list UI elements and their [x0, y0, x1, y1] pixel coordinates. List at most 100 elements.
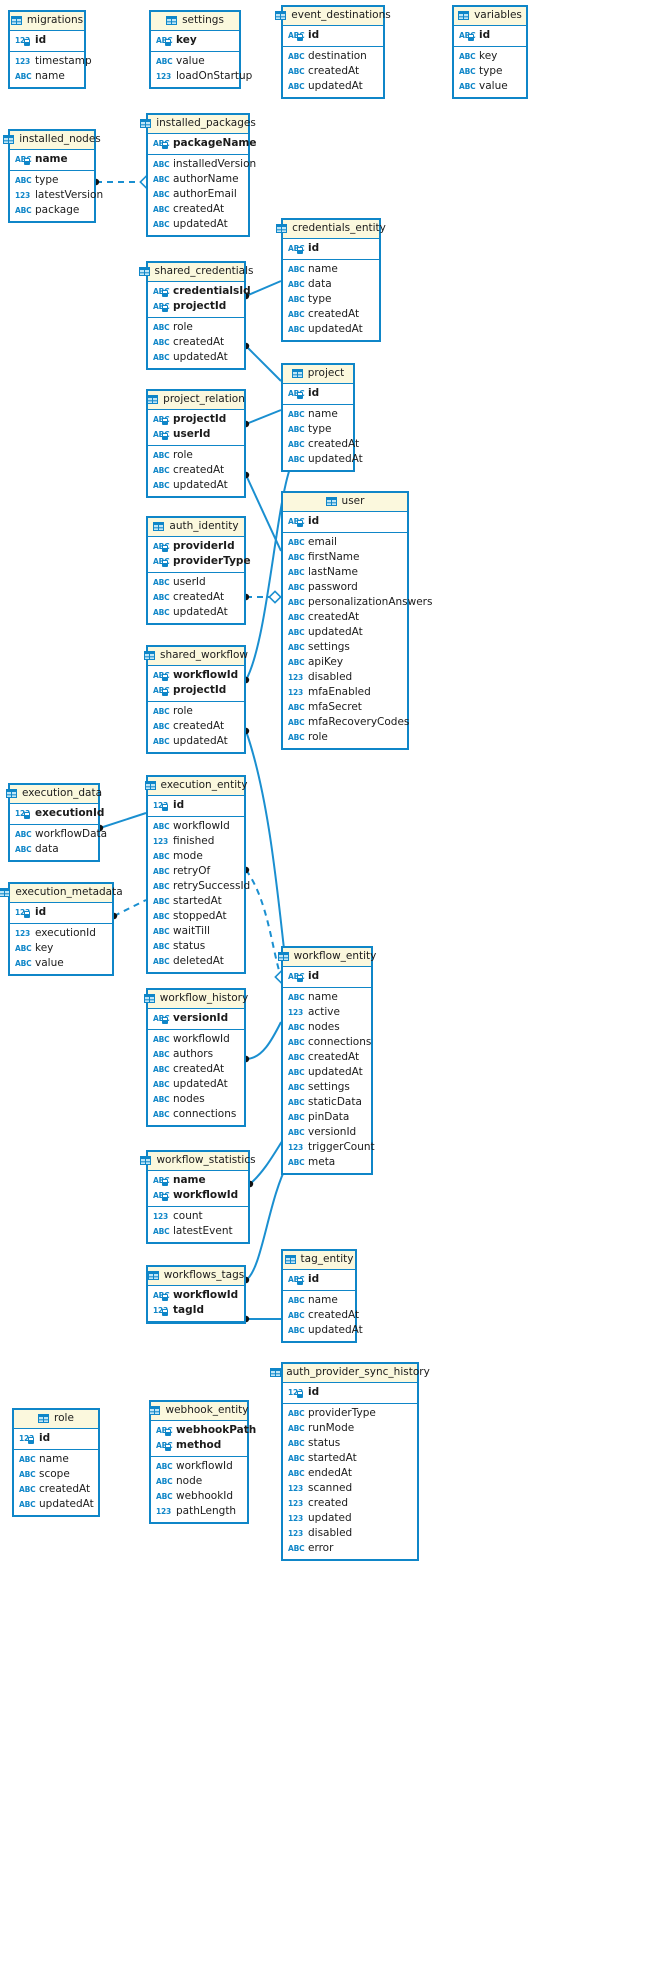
entity-name-label: auth_identity [169, 520, 239, 532]
string-type-icon: ABC [288, 1098, 305, 1107]
string-type-icon: ABC [288, 410, 305, 419]
column-name: key [176, 34, 197, 46]
entity-table-user[interactable]: userABCidABCemailABCfirstNameABClastName… [281, 491, 432, 750]
key-icon [297, 520, 303, 527]
table-icon [140, 119, 152, 128]
key-icon [468, 34, 474, 41]
entity-table-credentials_entity[interactable]: credentials_entityABCidABCnameABCdataABC… [276, 218, 386, 342]
string-type-icon: ABC [288, 1274, 305, 1285]
key-icon [297, 392, 303, 399]
string-type-icon: ABC [288, 643, 305, 652]
string-type-icon: ABC [19, 1455, 36, 1464]
string-type-icon: ABC [156, 35, 173, 46]
entity-table-webhook_entity[interactable]: webhook_entityABCwebhookPathABCmethodABC… [149, 1400, 256, 1524]
entity-name-label: workflow_statistics [156, 1154, 256, 1166]
string-type-icon: ABC [288, 30, 305, 41]
entity-table-shared_credentials[interactable]: shared_credentialsABCcredentialsIdABCpro… [138, 261, 254, 370]
entity-table-installed_nodes[interactable]: installed_nodesABCnameABCtype123latestVe… [3, 129, 103, 223]
primary-key-column: ABCprojectId [148, 683, 244, 698]
primary-key-column: ABCproviderId [148, 539, 244, 554]
key-icon [162, 545, 168, 552]
number-type-icon: 123 [153, 1212, 169, 1221]
string-type-icon: ABC [153, 541, 170, 552]
string-type-icon: ABC [153, 1290, 170, 1301]
string-type-icon: ABC [153, 205, 170, 214]
entity-table-installed_packages[interactable]: installed_packagesABCpackageNameABCinsta… [140, 113, 256, 237]
entity-table-settings[interactable]: settingsABCkeyABCvalue123loadOnStartup [149, 10, 252, 89]
entity-table-workflow_statistics[interactable]: workflow_statisticsABCnameABCworkflowId1… [140, 1150, 256, 1244]
string-type-icon: ABC [153, 556, 170, 567]
string-type-icon: ABC [288, 598, 305, 607]
entity-title: migrations [10, 12, 84, 31]
table-icon [153, 522, 165, 531]
string-type-icon: ABC [288, 1544, 305, 1553]
column-name: updatedAt [173, 1078, 228, 1090]
entity-table-auth_identity[interactable]: auth_identityABCproviderIdABCproviderTyp… [146, 516, 251, 625]
string-type-icon: ABC [153, 1190, 170, 1201]
column-name: providerId [173, 540, 235, 552]
string-type-icon: ABC [288, 583, 305, 592]
entity-table-shared_workflow[interactable]: shared_workflowABCworkflowIdABCprojectId… [143, 645, 248, 754]
key-icon [162, 1294, 168, 1301]
column-name: connections [173, 1108, 237, 1120]
column-name: updatedAt [173, 735, 228, 747]
key-icon [162, 418, 168, 425]
column-name: email [308, 536, 337, 548]
string-type-icon: ABC [15, 72, 32, 81]
number-type-icon: 123 [288, 1143, 304, 1152]
column-name: value [176, 55, 205, 67]
string-type-icon: ABC [288, 52, 305, 61]
column-name: mfaEnabled [308, 686, 371, 698]
string-type-icon: ABC [288, 425, 305, 434]
table-icon [276, 224, 288, 233]
entity-table-project[interactable]: projectABCidABCnameABCtypeABCcreatedAtAB… [281, 363, 363, 472]
string-type-icon: ABC [15, 845, 32, 854]
relationship-line-project_relation-project [245, 409, 282, 425]
column-name: name [35, 70, 65, 82]
string-type-icon: ABC [15, 206, 32, 215]
string-type-icon: ABC [153, 927, 170, 936]
string-type-icon: ABC [153, 822, 170, 831]
entity-title: installed_nodes [3, 131, 101, 150]
entity-table-workflow_history[interactable]: workflow_historyABCversionIdABCworkflowI… [143, 988, 248, 1127]
string-type-icon: ABC [288, 1439, 305, 1448]
entity-title: execution_metadata [0, 884, 123, 903]
entity-title: project_relation [147, 391, 245, 410]
entity-table-event_destinations[interactable]: event_destinationsABCidABCdestinationABC… [275, 5, 391, 99]
table-icon [10, 16, 22, 25]
entity-table-project_relation[interactable]: project_relationABCprojectIdABCuserIdABC… [146, 389, 246, 498]
string-type-icon: ABC [288, 516, 305, 527]
entity-table-workflows_tags[interactable]: workflows_tagsABCworkflowId123tagId [146, 1265, 246, 1324]
column-name: id [173, 799, 185, 811]
string-type-icon: ABC [153, 338, 170, 347]
column-name: createdAt [173, 464, 225, 476]
number-type-icon: 123 [288, 1499, 304, 1508]
entity-table-workflow_entity[interactable]: workflow_entityABCidABCname123activeABCn… [277, 946, 376, 1175]
entity-table-variables[interactable]: variablesABCidABCkeyABCtypeABCvalue [452, 5, 528, 99]
column-name: apiKey [308, 656, 344, 668]
entity-table-tag_entity[interactable]: tag_entityABCidABCnameABCcreatedAtABCupd… [281, 1249, 363, 1343]
string-type-icon: ABC [288, 1068, 305, 1077]
string-type-icon: ABC [153, 1065, 170, 1074]
